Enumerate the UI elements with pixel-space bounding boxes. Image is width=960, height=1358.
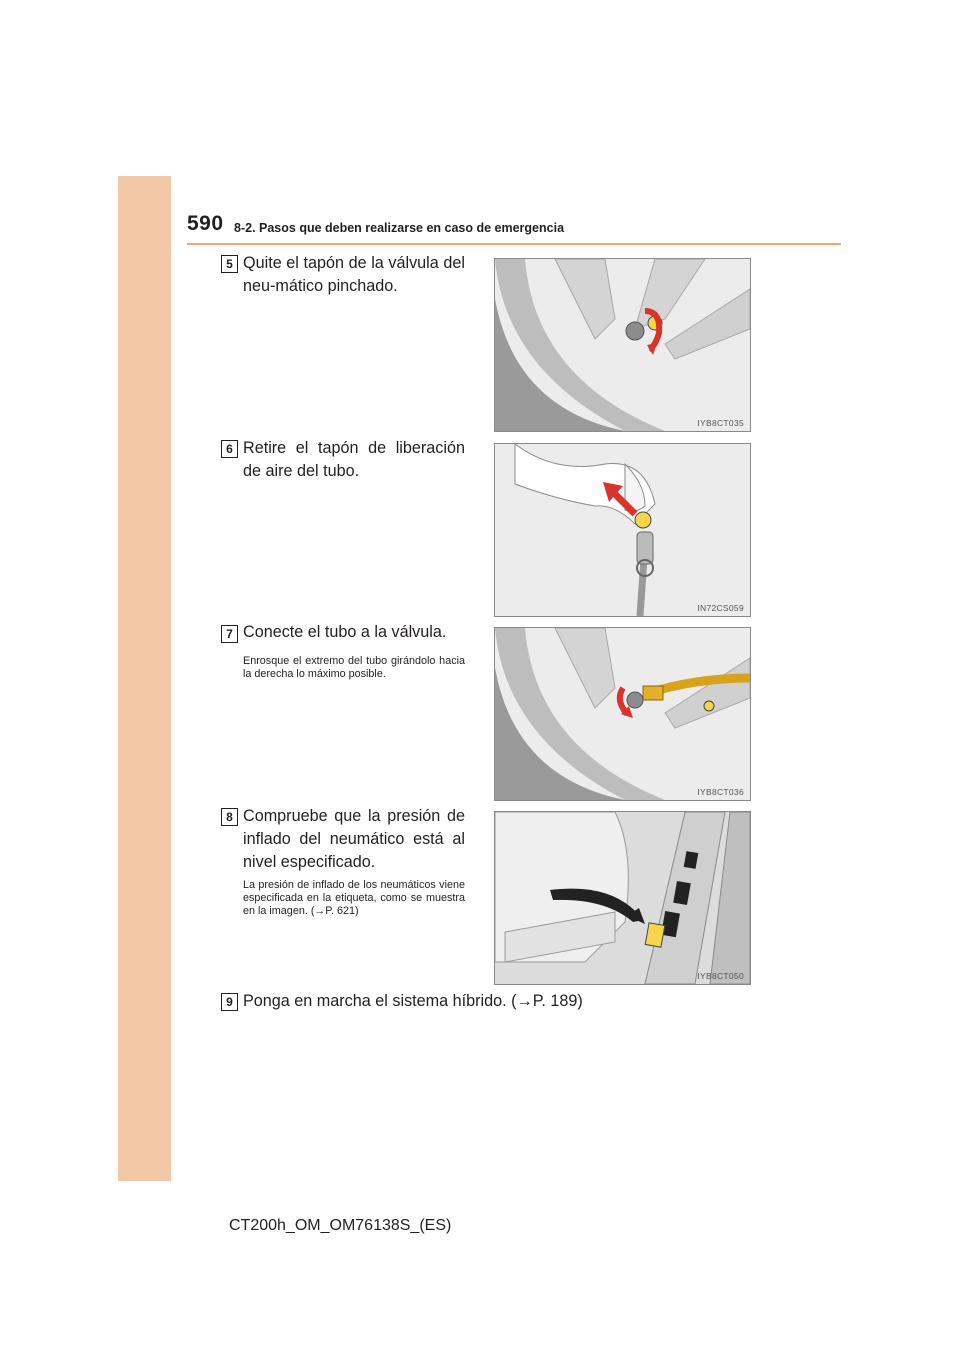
wheel-valve-illustration <box>495 259 750 431</box>
figure-pressure-label: IYB8CT050 <box>494 811 751 985</box>
hose-cap-illustration <box>495 444 750 616</box>
section-title: 8-2. Pasos que deben realizarse en caso … <box>234 221 565 235</box>
figure-code: IYB8CT050 <box>697 971 744 981</box>
figure-code: IN72CS059 <box>697 603 744 613</box>
figure-code: IYB8CT036 <box>697 787 744 797</box>
step-8-note: La presión de inflado de los neumáticos … <box>243 879 465 917</box>
step-6-text: Retire el tapón de liberación de aire de… <box>243 439 465 480</box>
page-number: 590 <box>187 212 224 235</box>
figure-code: IYB8CT035 <box>697 418 744 428</box>
figure-valve-cap: IYB8CT035 <box>494 258 751 432</box>
document-code: CT200h_OM_OM76138S_(ES) <box>229 1217 452 1234</box>
wheel-hose-illustration <box>495 628 750 800</box>
step-number-badge: 5 <box>221 255 238 273</box>
step-9-text: Ponga en marcha el sistema híbrido. (→P.… <box>243 992 583 1010</box>
door-pillar-illustration <box>495 812 750 984</box>
step-8-text: Compruebe que la presión de inflado del … <box>243 807 465 871</box>
step-number-badge: 7 <box>221 625 238 643</box>
figure-connect-hose: IYB8CT036 <box>494 627 751 801</box>
chapter-side-band <box>118 176 171 1181</box>
header-divider <box>187 243 841 245</box>
step-7-note: Enrosque el extremo del tubo girándolo h… <box>243 655 465 680</box>
step-number-badge: 6 <box>221 440 238 458</box>
step-5-text: Quite el tapón de la válvula del neu-mát… <box>243 254 465 295</box>
step-number-badge: 9 <box>221 993 238 1011</box>
step-number-badge: 8 <box>221 808 238 826</box>
step-7-text: Conecte el tubo a la válvula. <box>243 623 447 641</box>
figure-air-release-cap: IN72CS059 <box>494 443 751 617</box>
